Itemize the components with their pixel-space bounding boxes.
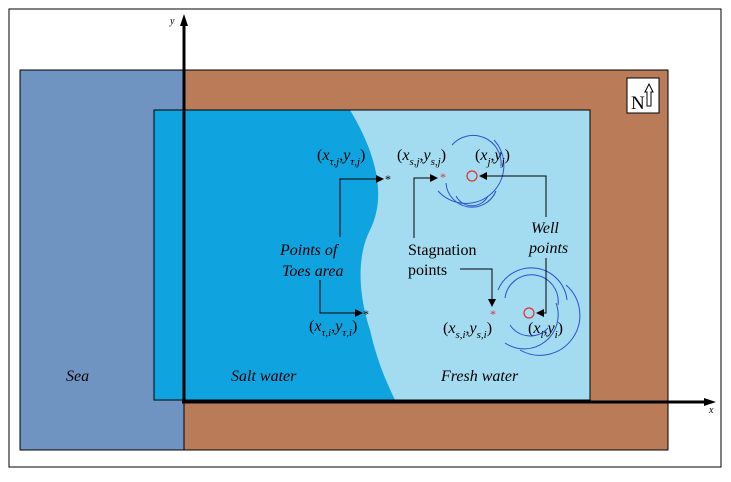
- toe-marker-i: *: [363, 307, 369, 321]
- x-axis-arrowhead: [704, 398, 716, 406]
- stagnation-marker-i: *: [490, 307, 496, 321]
- stagnation-marker-j: *: [440, 170, 446, 184]
- well-marker-i: [523, 307, 535, 319]
- salt-water-label: Salt water: [231, 368, 297, 385]
- stagnation-connector-j: [413, 174, 438, 238]
- well-label-line1: Well: [531, 220, 559, 237]
- toes-area-label-line2: Toes area: [282, 263, 344, 280]
- x-axis-label: x: [708, 405, 714, 416]
- toe-connector-i: [319, 280, 363, 317]
- aquifer-boundary: [153, 109, 591, 401]
- y-axis-label: y: [169, 16, 175, 27]
- well-connector-i: [536, 258, 547, 317]
- salt-water-region: [154, 110, 395, 400]
- stagnation-connector-i: [460, 268, 496, 307]
- stagnation-j-coordinates: (xs,j,ys,j): [397, 147, 446, 168]
- sea-label: Sea: [66, 368, 89, 385]
- connector-lines: [319, 172, 547, 317]
- flow-lines-well-i: [497, 267, 581, 356]
- stagnation-label-line2: points: [408, 262, 447, 279]
- well-connector-j: [479, 172, 547, 217]
- toes-area-label-line1: Points of: [279, 242, 340, 259]
- fresh-water-label: Fresh water: [440, 368, 519, 385]
- stagnation-i-coordinates: (xs,i,ys,i): [443, 320, 492, 341]
- north-letter: N: [631, 93, 645, 114]
- y-axis-arrowhead: [180, 14, 188, 26]
- well-marker-j: [466, 170, 478, 182]
- toe-j-coordinates: (xτ,j,yτ,j): [317, 147, 365, 168]
- toe-marker-j: *: [385, 172, 391, 186]
- well-i-coordinates: (xi,yi): [528, 320, 563, 341]
- well-j-coordinates: (xj,yj): [475, 147, 510, 168]
- toe-connector-j: [339, 175, 384, 237]
- stagnation-label-line1: Stagnation: [408, 242, 476, 259]
- well-label-line2: points: [528, 240, 568, 257]
- flow-lines-well-j: [437, 134, 505, 208]
- north-arrow-icon: N: [626, 77, 660, 114]
- toe-i-coordinates: (xτ,i,yτ,i): [309, 318, 357, 339]
